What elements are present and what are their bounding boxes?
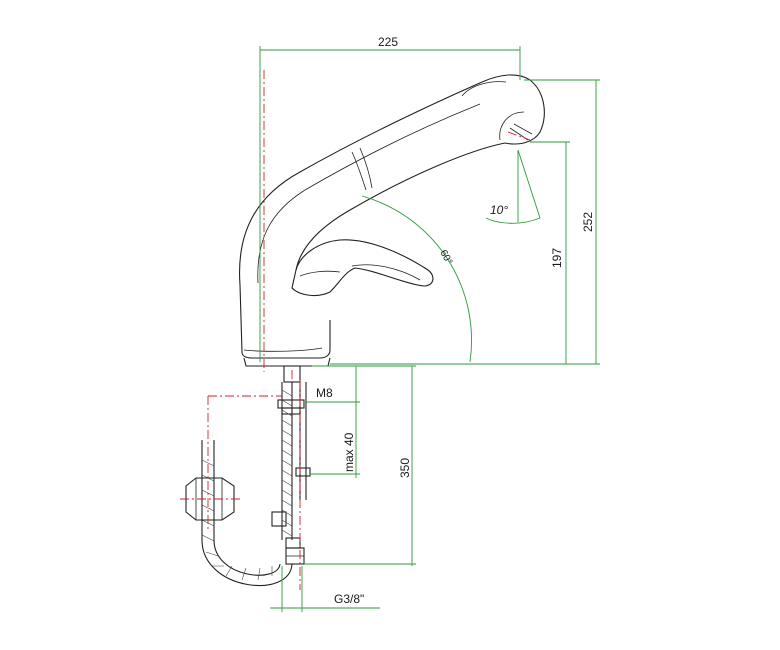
label-total-width: 225: [378, 35, 398, 49]
label-hose-connector: G3/8": [334, 592, 364, 606]
center-lines: [180, 70, 531, 590]
dimension-lines: [259, 46, 600, 612]
label-swivel-angle: 60°: [437, 248, 454, 267]
label-thread-rod: M8: [316, 386, 333, 400]
label-spray-angle: 10°: [490, 203, 508, 217]
label-max-thickness: max 40: [342, 432, 356, 472]
label-total-height: 252: [581, 212, 595, 232]
label-spout-height: 197: [550, 248, 564, 268]
mounting-assembly: [185, 365, 360, 586]
label-hose-length: 350: [398, 458, 412, 478]
faucet-body: [238, 74, 545, 367]
